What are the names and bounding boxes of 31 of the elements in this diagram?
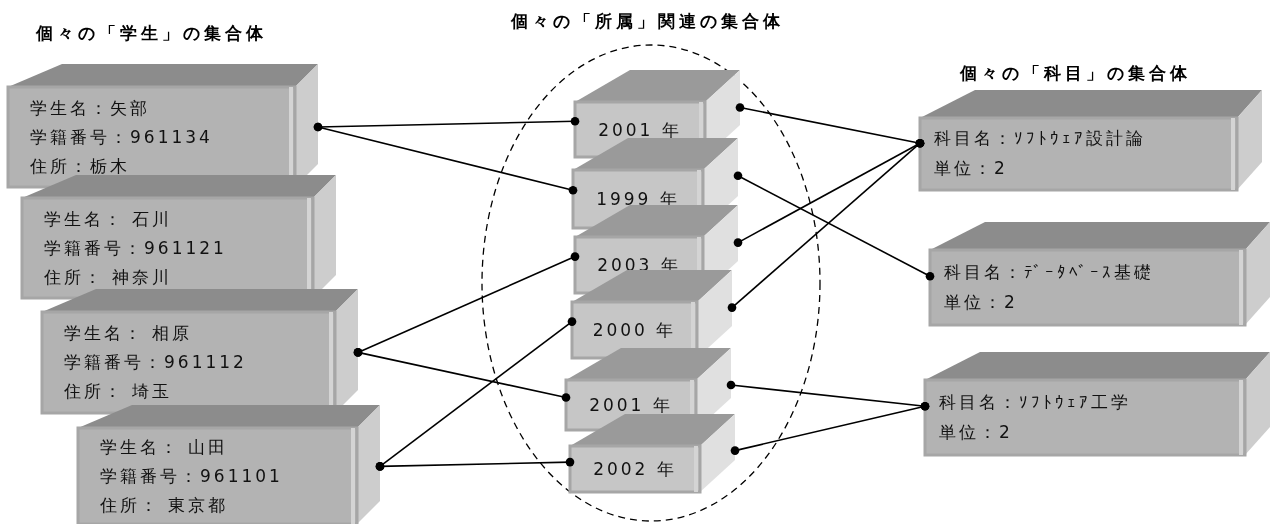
group-heading: 個々の「所属」関連の集合体	[511, 10, 784, 33]
record-field: 学籍番号：961134	[30, 126, 213, 147]
connector-line	[727, 138, 925, 312]
connector-line	[313, 122, 578, 195]
record-field: 住所： 東京都	[100, 494, 229, 515]
record-field: 科目名：ｿﾌﾄｳｪｱ設計論	[934, 128, 1146, 148]
record-field: 学生名：矢部	[30, 97, 150, 118]
record-field: 学籍番号：961101	[100, 465, 283, 486]
record-field: 住所：栃木	[30, 155, 130, 176]
year-label: 2001 年	[597, 119, 683, 140]
record-field: 学生名： 石川	[44, 208, 173, 229]
record-field: 学籍番号：961121	[44, 237, 227, 258]
record-field: 学生名： 山田	[100, 436, 229, 457]
group-heading: 個々の「科目」の集合体	[960, 62, 1191, 85]
connector-line	[733, 171, 935, 281]
record-field: 住所： 埼玉	[64, 381, 173, 401]
year-label: 2000 年	[591, 320, 678, 340]
record-field: 学籍番号：961112	[64, 352, 247, 372]
year-label: 2001 年	[588, 395, 674, 415]
year-label: 2002 年	[592, 459, 678, 479]
record-field: 単位：2	[944, 291, 1018, 312]
connector-line	[375, 457, 575, 471]
group-heading: 個々の「学生」の集合体	[36, 22, 267, 45]
record-field: 単位：2	[934, 158, 1008, 178]
record-field: 学生名： 相原	[64, 323, 193, 343]
connector-line	[730, 401, 930, 455]
record-field: 科目名：ﾃﾞｰﾀﾍﾞｰｽ基礎	[944, 261, 1154, 282]
record-field: 住所： 神奈川	[44, 266, 173, 287]
record-field: 単位：2	[939, 421, 1013, 442]
connector-line	[353, 348, 571, 402]
record-field: 科目名：ｿﾌﾄｳｪｱ工学	[939, 391, 1131, 412]
